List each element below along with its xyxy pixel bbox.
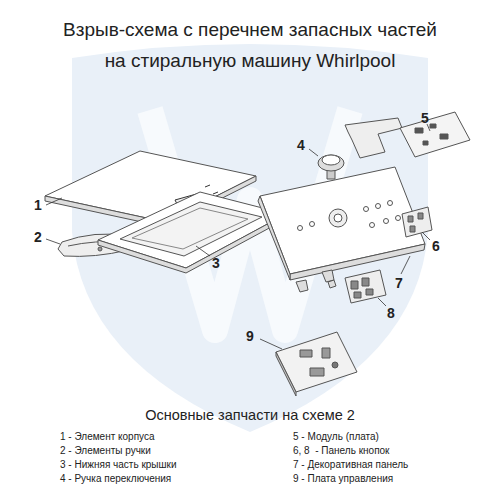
console-bracket [345, 118, 402, 158]
drawing-stroke [388, 201, 393, 206]
control-board [276, 332, 357, 396]
callout-number: 7 [395, 275, 403, 291]
drawing-stroke [46, 198, 62, 205]
drawing-stroke [46, 239, 60, 244]
drawing-stroke [351, 281, 358, 289]
drawing-stroke [72, 44, 428, 432]
drawing-stroke [418, 213, 423, 219]
drawing-stroke [260, 167, 425, 274]
drawing-stroke [376, 204, 381, 209]
drawing-stroke [328, 280, 336, 288]
drawing-stroke [300, 350, 312, 357]
drawing-stroke [430, 124, 436, 128]
drawing-stroke [400, 112, 470, 157]
button-panel-8 [345, 270, 386, 303]
drawing-stroke [362, 278, 369, 286]
callout-number: 3 [212, 255, 220, 271]
drawing-stroke [415, 128, 423, 133]
callout-number: 6 [432, 238, 440, 254]
drawing-stroke [440, 134, 448, 139]
drawing-stroke [384, 219, 389, 224]
drawing-stroke [196, 246, 210, 256]
drawing-stroke [402, 207, 432, 237]
part-list-item: 1 - Элемент корпуса [60, 431, 155, 443]
drawing-stroke [318, 155, 344, 171]
drawing-stroke [332, 362, 338, 368]
drawing-stroke [276, 332, 357, 392]
decorative-panel [258, 167, 425, 280]
drawing-stroke [258, 196, 290, 280]
drawing-stroke [364, 207, 369, 212]
callout-number: 8 [387, 305, 395, 321]
drawing-stroke [366, 289, 373, 295]
drawing-stroke [213, 192, 218, 194]
drawing-stroke [410, 226, 415, 232]
callout-number: 2 [34, 229, 42, 245]
clips [296, 270, 336, 292]
drawing-stroke [345, 270, 386, 303]
drawing-stroke [276, 352, 296, 396]
drawing-stroke [345, 118, 402, 158]
part-list-item: 5 - Модуль (плата) [293, 431, 379, 443]
callout-number: 1 [34, 197, 42, 213]
drawing-stroke [310, 222, 315, 227]
button-panel-6 [402, 207, 432, 237]
drawing-stroke [401, 256, 410, 274]
drawing-stroke [298, 226, 303, 231]
leader-lines [46, 124, 430, 349]
drawing-stroke [290, 244, 425, 280]
drawing-stroke [310, 368, 324, 376]
drawing-stroke [296, 280, 308, 292]
drawing-stroke [423, 141, 428, 145]
callout-number: 9 [246, 328, 254, 344]
drawing-stroke [322, 348, 330, 358]
part-list-item: 9 - Плата управления [293, 473, 393, 485]
part-list-item: 7 - Декоративная панель [293, 459, 408, 471]
drawing-stroke [205, 185, 210, 187]
watermark-shield [72, 44, 428, 432]
legend-heading: Основные запчасти на схеме 2 [145, 407, 355, 424]
module-board [400, 112, 470, 157]
selector-knob [318, 155, 344, 179]
part-list-item: 3 - Нижняя часть крышки [60, 459, 177, 471]
drawing-stroke [396, 216, 401, 221]
part-list-item: 6, 8 - Панель кнопок [293, 445, 389, 457]
drawing-stroke [309, 149, 318, 156]
callout-number: 5 [421, 110, 429, 126]
lid-lower-frame [98, 192, 286, 273]
drawing-stroke [98, 247, 102, 251]
callout-number: 4 [297, 137, 305, 153]
drawing-stroke [378, 298, 386, 306]
drawing-stroke [370, 223, 375, 228]
drawing-stroke [45, 112, 470, 396]
drawing-stroke [132, 208, 248, 249]
drawing-stroke [322, 155, 340, 165]
drawing-stroke [120, 202, 262, 256]
part-list-item: 2 - Элементы ручки [60, 445, 151, 457]
drawing-stroke [354, 292, 361, 298]
drawing-stroke [260, 339, 282, 349]
page-title: Взрыв-схема с перечнем запасных частей н… [53, 14, 448, 76]
drawing-stroke [408, 216, 413, 222]
drawing-stroke [422, 232, 430, 240]
drawing-stroke [334, 214, 342, 222]
drawing-stroke [329, 209, 347, 227]
part-list-item: 4 - Ручка переключения [60, 473, 171, 485]
